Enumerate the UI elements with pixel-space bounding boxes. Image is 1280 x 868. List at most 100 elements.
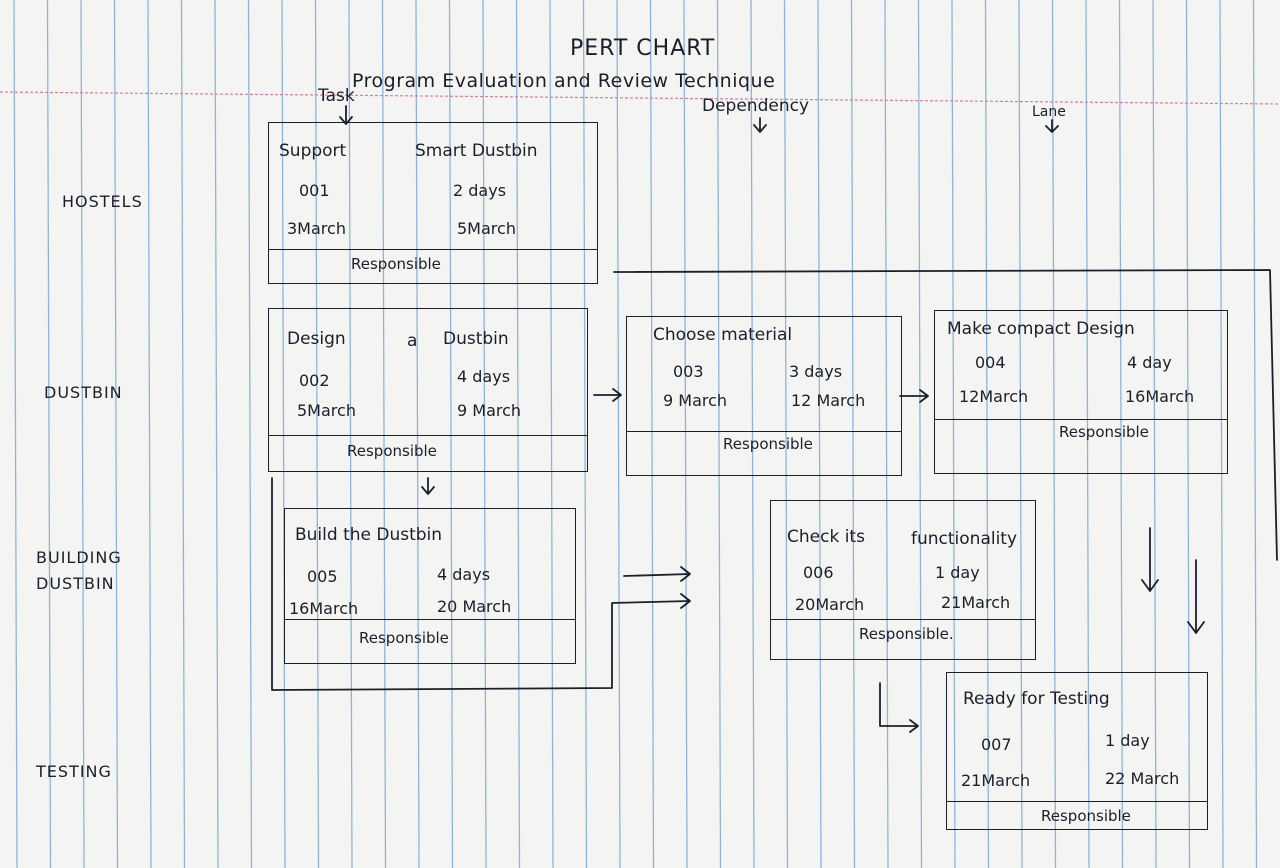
ruled-line	[884, 0, 889, 868]
ruled-line	[1219, 0, 1224, 868]
legend-dependency: Dependency	[702, 96, 810, 116]
task-start: 3March	[287, 219, 346, 238]
ruled-line	[448, 0, 454, 868]
task-end: 9 March	[457, 401, 522, 420]
lane-label-dustbin: DUSTBIN	[44, 383, 123, 402]
task-footer: Responsible	[347, 442, 437, 460]
ruled-line	[649, 0, 655, 868]
task-id: 004	[975, 353, 1006, 372]
ruled-line	[247, 0, 253, 868]
task-id: 005	[307, 567, 338, 586]
ruled-line	[750, 0, 755, 868]
legend-lane: Lane	[1032, 104, 1066, 120]
task-name-left: Support	[279, 141, 347, 161]
dependency-legend-arrow	[753, 117, 767, 133]
task-id: 002	[299, 371, 330, 390]
arrow-003-004	[899, 389, 929, 403]
lane-label-hostels: HOSTELS	[62, 192, 143, 211]
ruled-line	[1085, 0, 1090, 868]
task-card-002: Design a Dustbin 002 4 days 5March 9 Mar…	[268, 308, 588, 472]
task-footer: Responsible	[1059, 423, 1149, 441]
task-id: 006	[803, 563, 834, 582]
lane-legend-arrow	[1045, 119, 1059, 133]
lane-label-testing: TESTING	[36, 762, 112, 781]
ruled-line	[1152, 0, 1157, 868]
task-id: 007	[981, 735, 1012, 754]
ruled-line	[1252, 0, 1258, 868]
arrow-005-006	[623, 566, 691, 582]
task-name-mid: a	[407, 331, 418, 351]
arrow-006-007	[879, 682, 919, 733]
legend-task: Task	[318, 86, 355, 106]
ruled-line	[113, 0, 119, 868]
arrow-002-005	[421, 477, 435, 495]
task-card-007: Ready for Testing 007 1 day 21March 22 M…	[946, 672, 1208, 830]
task-duration: 3 days	[789, 362, 843, 381]
task-duration: 1 day	[935, 563, 980, 582]
ruled-line	[917, 0, 923, 868]
ruled-line	[482, 0, 487, 868]
ruled-line	[716, 0, 722, 868]
task-name: Choose material	[653, 325, 793, 345]
task-start: 20March	[795, 595, 865, 614]
ruled-line	[984, 0, 990, 868]
task-end: 16March	[1125, 387, 1195, 406]
task-footer: Responsible.	[859, 625, 954, 643]
ruled-line	[1051, 0, 1057, 868]
ruled-line	[348, 0, 353, 868]
arrow-004-down	[1141, 527, 1159, 592]
lane-label-building-dustbin: BUILDING DUSTBIN	[36, 548, 122, 593]
ruled-line	[951, 0, 956, 868]
task-name-left: Check its	[787, 527, 865, 547]
task-duration: 4 day	[1127, 353, 1172, 372]
task-start: 21March	[961, 771, 1031, 790]
task-footer: Responsible	[351, 255, 441, 273]
ruled-line	[549, 0, 554, 868]
task-footer: Responsible	[723, 435, 813, 453]
task-id: 003	[673, 362, 704, 381]
task-duration: 2 days	[453, 181, 507, 200]
task-id: 001	[299, 181, 330, 200]
task-footer: Responsible	[359, 629, 449, 647]
task-end: 22 March	[1105, 769, 1180, 788]
ruled-line	[817, 0, 822, 868]
ruled-line	[314, 0, 320, 868]
ruled-line	[850, 0, 856, 868]
ruled-line	[783, 0, 789, 868]
task-card-003: Choose material 003 3 days 9 March 12 Ma…	[626, 316, 902, 476]
task-name-right: Dustbin	[443, 329, 509, 349]
ruled-line	[1185, 0, 1191, 868]
task-name: Make compact Design	[947, 319, 1135, 339]
chart-subtitle: Program Evaluation and Review Technique	[352, 70, 776, 92]
arrow-002-003	[593, 388, 622, 402]
ruled-line	[515, 0, 521, 868]
ruled-line	[1118, 0, 1124, 868]
task-end: 12 March	[791, 391, 866, 410]
ruled-line	[46, 0, 52, 868]
task-end: 21March	[941, 593, 1011, 612]
task-start: 9 March	[663, 391, 728, 410]
ruled-line	[1018, 0, 1023, 868]
ruled-line	[80, 0, 85, 868]
ruled-line	[415, 0, 420, 868]
ruled-line	[281, 0, 286, 868]
ruled-line	[582, 0, 588, 868]
task-card-006: Check its functionality 006 1 day 20Marc…	[770, 500, 1036, 660]
ruled-line	[147, 0, 152, 868]
ruled-line	[683, 0, 688, 868]
task-start: 16March	[289, 599, 359, 618]
task-footer: Responsible	[1041, 807, 1131, 825]
task-name-right: Smart Dustbin	[415, 141, 538, 161]
task-start: 12March	[959, 387, 1029, 406]
top-connector-line	[613, 269, 1278, 561]
ruled-line	[214, 0, 219, 868]
task-start: 5March	[297, 401, 356, 420]
task-name: Build the Dustbin	[295, 525, 443, 545]
task-card-004: Make compact Design 004 4 day 12March 16…	[934, 310, 1228, 474]
ruled-line	[180, 0, 186, 868]
task-end: 5March	[457, 219, 516, 238]
task-name: Ready for Testing	[963, 689, 1110, 709]
ruled-line	[616, 0, 621, 868]
loop-connector	[271, 477, 691, 691]
